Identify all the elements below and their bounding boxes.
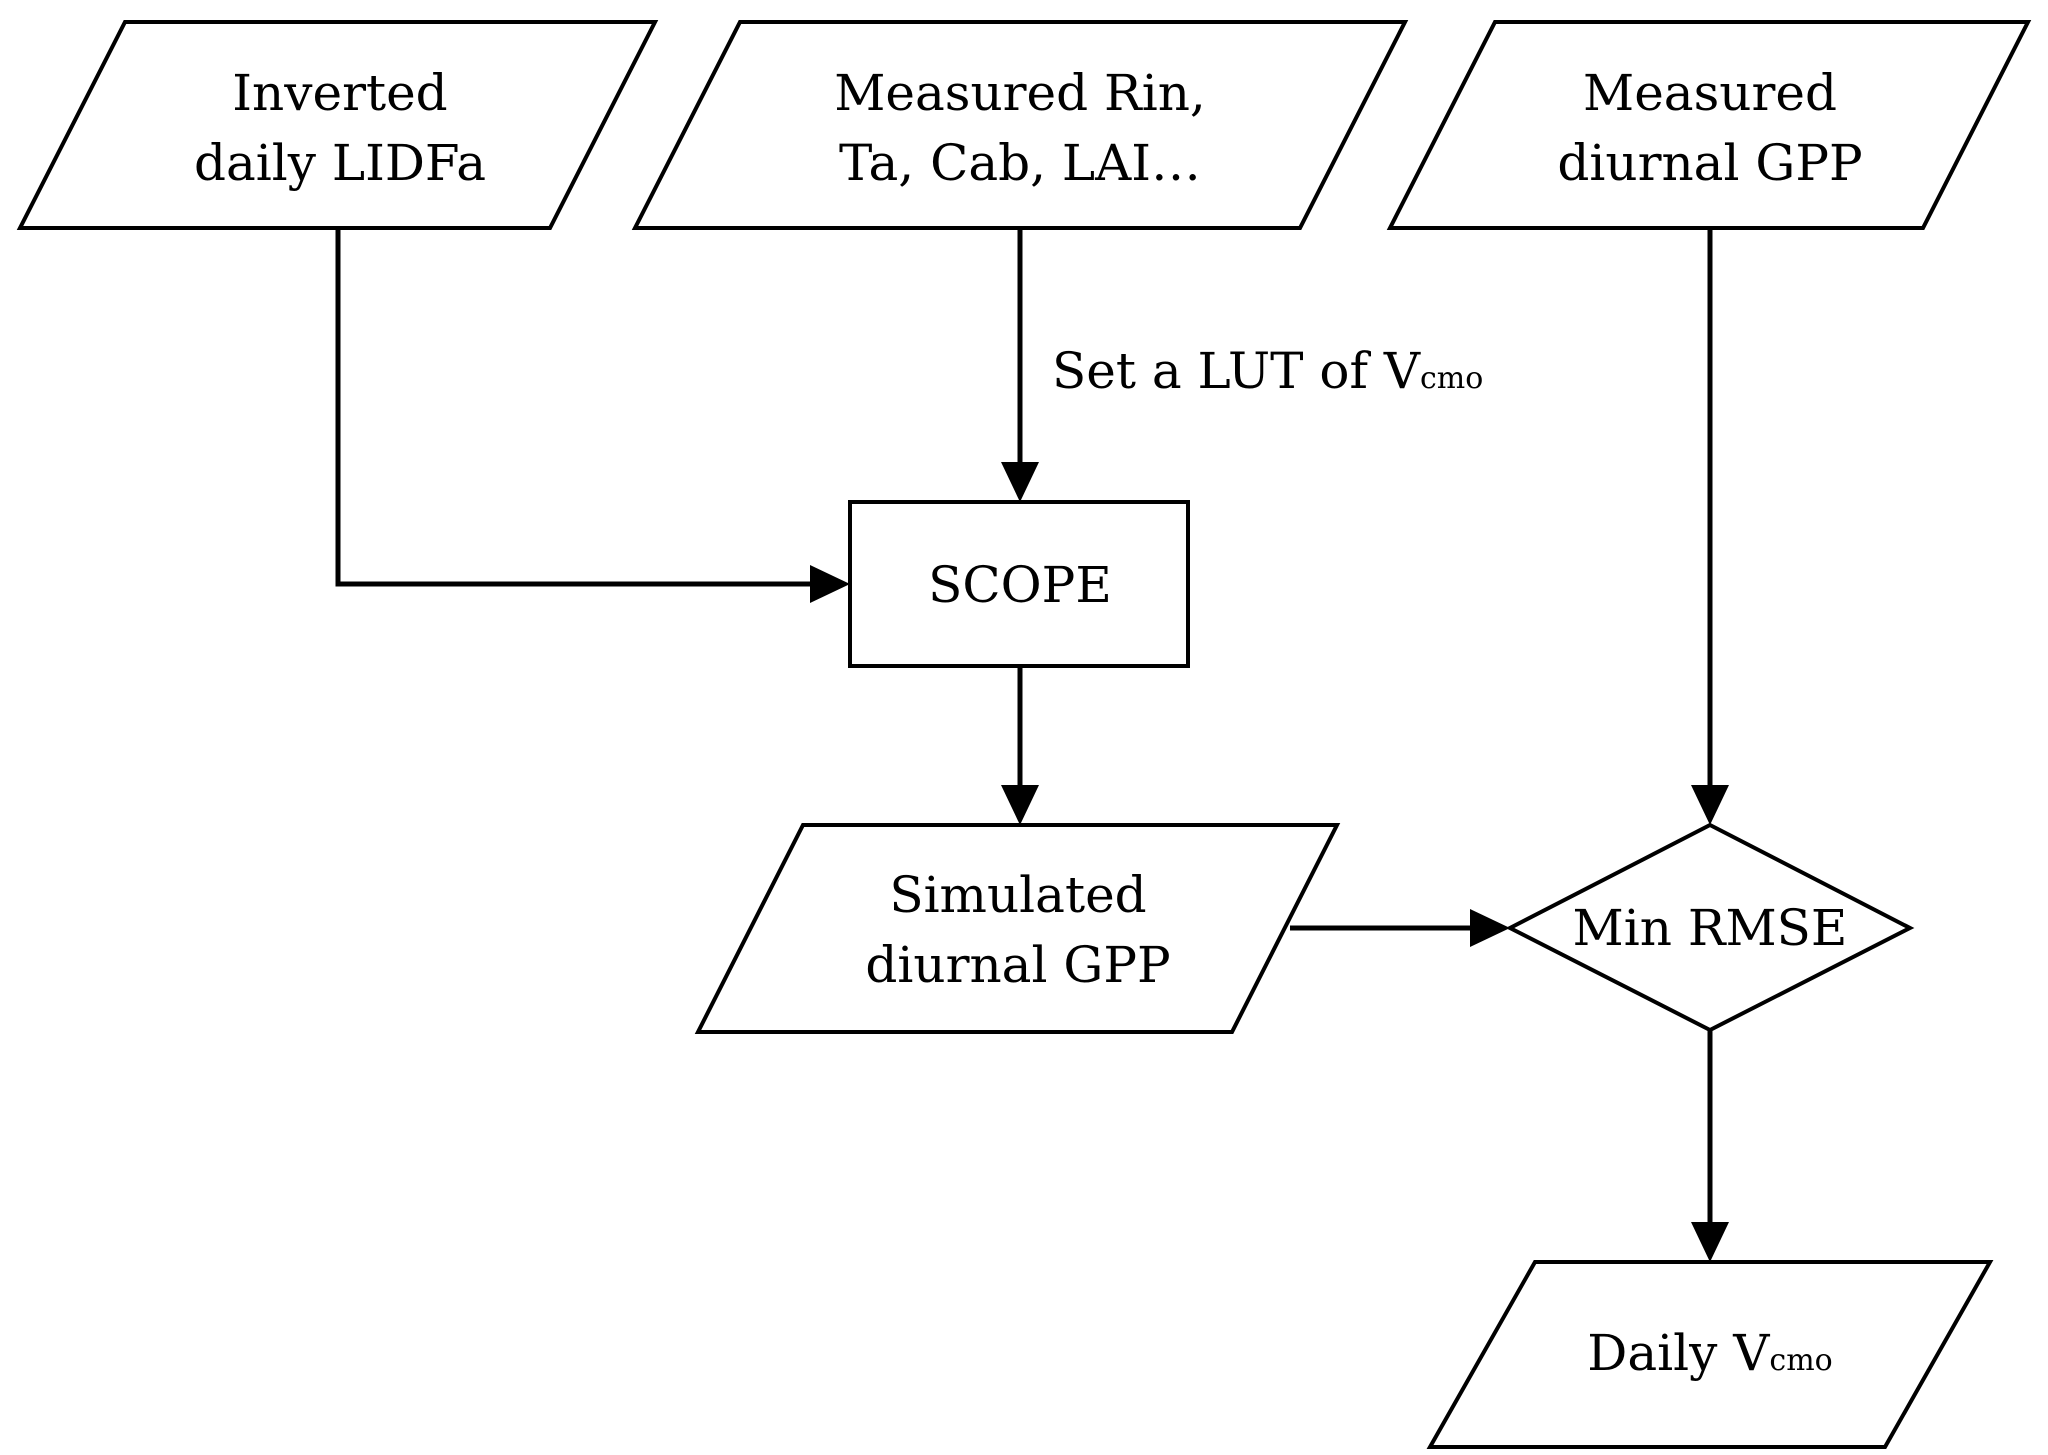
arrowhead-down: [1691, 1222, 1729, 1262]
arrowhead-down: [1001, 462, 1039, 502]
process-box: [848, 500, 1190, 668]
node-inverted-lidfa-line1: Inverted: [232, 64, 447, 122]
node-measured-gpp-line1: Measured: [1583, 64, 1837, 122]
node-measured-inputs-line1: Measured Rin,: [834, 64, 1206, 122]
edge-measured-gpp-to-rmse: [1691, 228, 1729, 825]
arrowhead-right: [1470, 909, 1510, 947]
parallelogram-shape: [1426, 1260, 1994, 1449]
arrowhead-right: [810, 565, 850, 603]
edge-label-set-lut: Set a LUT of Vcmo: [1052, 342, 1483, 400]
parallelogram-shape: [694, 823, 1341, 1034]
parallelogram-shape: [16, 20, 659, 230]
node-daily-vcmo-label: Daily Vcmo: [1587, 1324, 1832, 1382]
node-min-rmse-label: Min RMSE: [1573, 899, 1848, 957]
edge-inputs-to-scope: [1001, 228, 1039, 502]
node-simulated-gpp-line1: Simulated: [889, 866, 1146, 924]
node-measured-inputs-line2: Ta, Cab, LAI…: [839, 134, 1201, 192]
node-min-rmse: Min RMSE: [1505, 822, 1915, 1033]
node-scope-label: SCOPE: [928, 556, 1112, 614]
edge-scope-to-simulated: [1001, 666, 1039, 825]
arrowhead-down: [1691, 785, 1729, 825]
arrowhead-down: [1001, 785, 1039, 825]
connector-line: [335, 228, 810, 587]
parallelogram-shape: [631, 20, 1409, 230]
edge-simulated-to-rmse: [1290, 909, 1510, 947]
parallelogram-shape: [1386, 20, 2032, 230]
node-measured-gpp-line2: diurnal GPP: [1557, 134, 1862, 192]
node-inverted-lidfa: Inverted daily LIDFa: [16, 20, 659, 230]
node-simulated-gpp-line2: diurnal GPP: [865, 936, 1170, 994]
node-measured-inputs: Measured Rin, Ta, Cab, LAI…: [631, 20, 1409, 230]
node-inverted-lidfa-line2: daily LIDFa: [194, 134, 486, 192]
node-scope: SCOPE: [848, 500, 1190, 668]
node-simulated-gpp: Simulated diurnal GPP: [694, 823, 1341, 1034]
node-daily-vcmo: Daily Vcmo: [1426, 1260, 1994, 1449]
edge-lidfa-to-scope: [335, 228, 850, 603]
edge-rmse-to-vcmo: [1691, 1030, 1729, 1262]
node-measured-gpp: Measured diurnal GPP: [1386, 20, 2032, 230]
